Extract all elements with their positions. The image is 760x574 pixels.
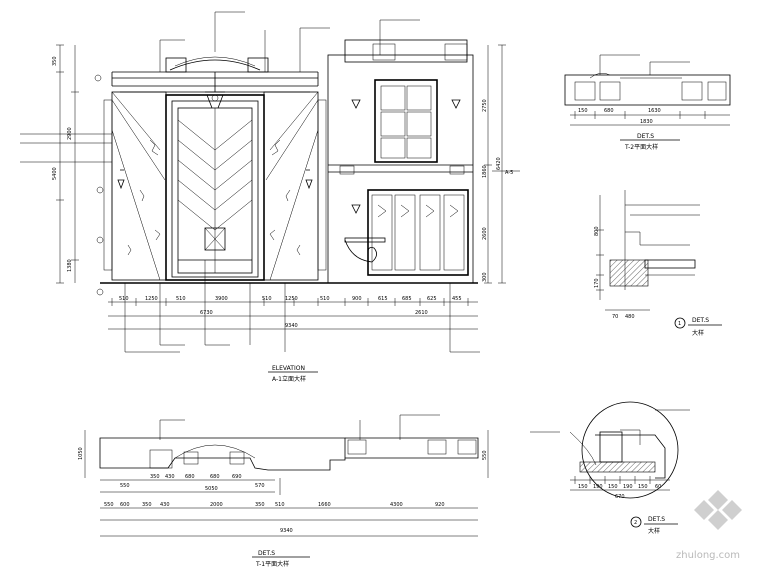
- dim-label: 550: [104, 502, 114, 508]
- dim-label: 690: [232, 474, 242, 480]
- dim-label: 150: [578, 108, 588, 114]
- detail-subtitle: T-2平面大样: [624, 143, 658, 151]
- dim-label: 9340: [285, 323, 298, 329]
- dim-label: 6730: [200, 310, 213, 316]
- dim-label: 350: [150, 474, 160, 480]
- dim-label: 680: [210, 474, 220, 480]
- plan-bottom: 1050 550 550 350 430 680 680 690 570 505…: [78, 414, 489, 568]
- dim-label: 1860: [482, 165, 488, 178]
- main-dims-bottom: 510 1250 510 3900 510 1250 510 900 615 6…: [119, 296, 462, 329]
- detail-subtitle: 大样: [692, 329, 704, 337]
- dim-label: 2600: [482, 227, 488, 240]
- dim-label: 1250: [145, 296, 158, 302]
- detail-number: 1: [678, 321, 681, 327]
- dim-label: 685: [402, 296, 412, 302]
- dim-label: 4300: [390, 502, 403, 508]
- dim-label: 6420: [496, 157, 502, 170]
- dim-label: 510: [119, 296, 129, 302]
- dim-label: 150: [578, 484, 588, 490]
- dim-label: 350: [142, 502, 152, 508]
- dim-label: 550: [482, 450, 488, 460]
- dim-label: 510: [262, 296, 272, 302]
- watermark-text: zhulong.com: [676, 550, 740, 561]
- dim-label: 455: [452, 296, 462, 302]
- dim-label: 3900: [215, 296, 228, 302]
- dim-label: 430: [165, 474, 175, 480]
- main-dims-right: 2750 1860 2600 300 6420: [482, 99, 502, 282]
- dim-label: 2000: [210, 502, 223, 508]
- watermark: zhulong.com: [676, 490, 742, 561]
- elevation-subtitle: A-1立面大样: [272, 375, 306, 383]
- dim-label: 1250: [285, 296, 298, 302]
- dim-label: 510: [176, 296, 186, 302]
- dim-label: 2610: [415, 310, 428, 316]
- dim-label: 510: [320, 296, 330, 302]
- dim-label: 350: [52, 56, 58, 66]
- main-elevation: 510 1250 510 3900 510 1250 510 900 615 6…: [20, 11, 520, 383]
- dim-label: 70: [612, 314, 618, 320]
- dim-label: 150: [608, 484, 618, 490]
- dim-label: 350: [255, 502, 265, 508]
- dim-label: 5050: [205, 486, 218, 492]
- dim-label: 5400: [52, 167, 58, 180]
- dim-label: 170: [594, 278, 600, 288]
- dim-label: 920: [435, 502, 445, 508]
- dim-label: 2750: [482, 99, 488, 112]
- detail-title: DET.S: [692, 317, 709, 324]
- main-dims-left: 350 2900 5400 1380: [52, 56, 73, 272]
- detail-top-right: 150 680 1630 1830 DET.S T-2平面大样: [564, 54, 731, 151]
- dim-label: 190: [623, 484, 633, 490]
- detail-circle-2: 150 190 150 190 150 60 670 2 DET.S 大样: [530, 401, 690, 535]
- dim-label: 480: [625, 314, 635, 320]
- dim-label: 670: [615, 494, 625, 500]
- dim-label: 1660: [318, 502, 331, 508]
- dim-label: 190: [593, 484, 603, 490]
- dim-label: 510: [275, 502, 285, 508]
- detail-title: DET.S: [637, 133, 654, 140]
- dim-label: 1830: [640, 119, 653, 125]
- elevation-title: ELEVATION: [272, 365, 305, 372]
- dim-label: 550: [120, 483, 130, 489]
- detail-number: 2: [634, 520, 637, 526]
- dim-label: 150: [638, 484, 648, 490]
- dim-label: 60: [655, 484, 661, 490]
- dim-label: 900: [352, 296, 362, 302]
- detail-title: DET.S: [648, 516, 665, 523]
- dim-label: 1380: [67, 259, 73, 272]
- dim-label: 1050: [78, 447, 84, 460]
- detail-subtitle: 大样: [648, 527, 660, 535]
- dim-label: 300: [482, 272, 488, 282]
- plan-subtitle: T-1平面大样: [255, 560, 289, 568]
- dim-label: 600: [120, 502, 130, 508]
- dim-label: 680: [185, 474, 195, 480]
- dim-label: 1630: [648, 108, 661, 114]
- dim-label: 800: [594, 226, 600, 236]
- plan-title: DET.S: [258, 550, 275, 557]
- dim-label: 680: [604, 108, 614, 114]
- dim-label: 2900: [67, 127, 73, 140]
- dim-label: 625: [427, 296, 437, 302]
- dim-label: 615: [378, 296, 388, 302]
- zhulong-logo-icon: [694, 490, 742, 530]
- dim-label: 430: [160, 502, 170, 508]
- dim-label: 9340: [280, 528, 293, 534]
- dim-label: 570: [255, 483, 265, 489]
- callout-tag: A-5: [505, 170, 513, 176]
- detail-section-1: 800 170 480 70 1 DET.S 大样: [594, 190, 722, 337]
